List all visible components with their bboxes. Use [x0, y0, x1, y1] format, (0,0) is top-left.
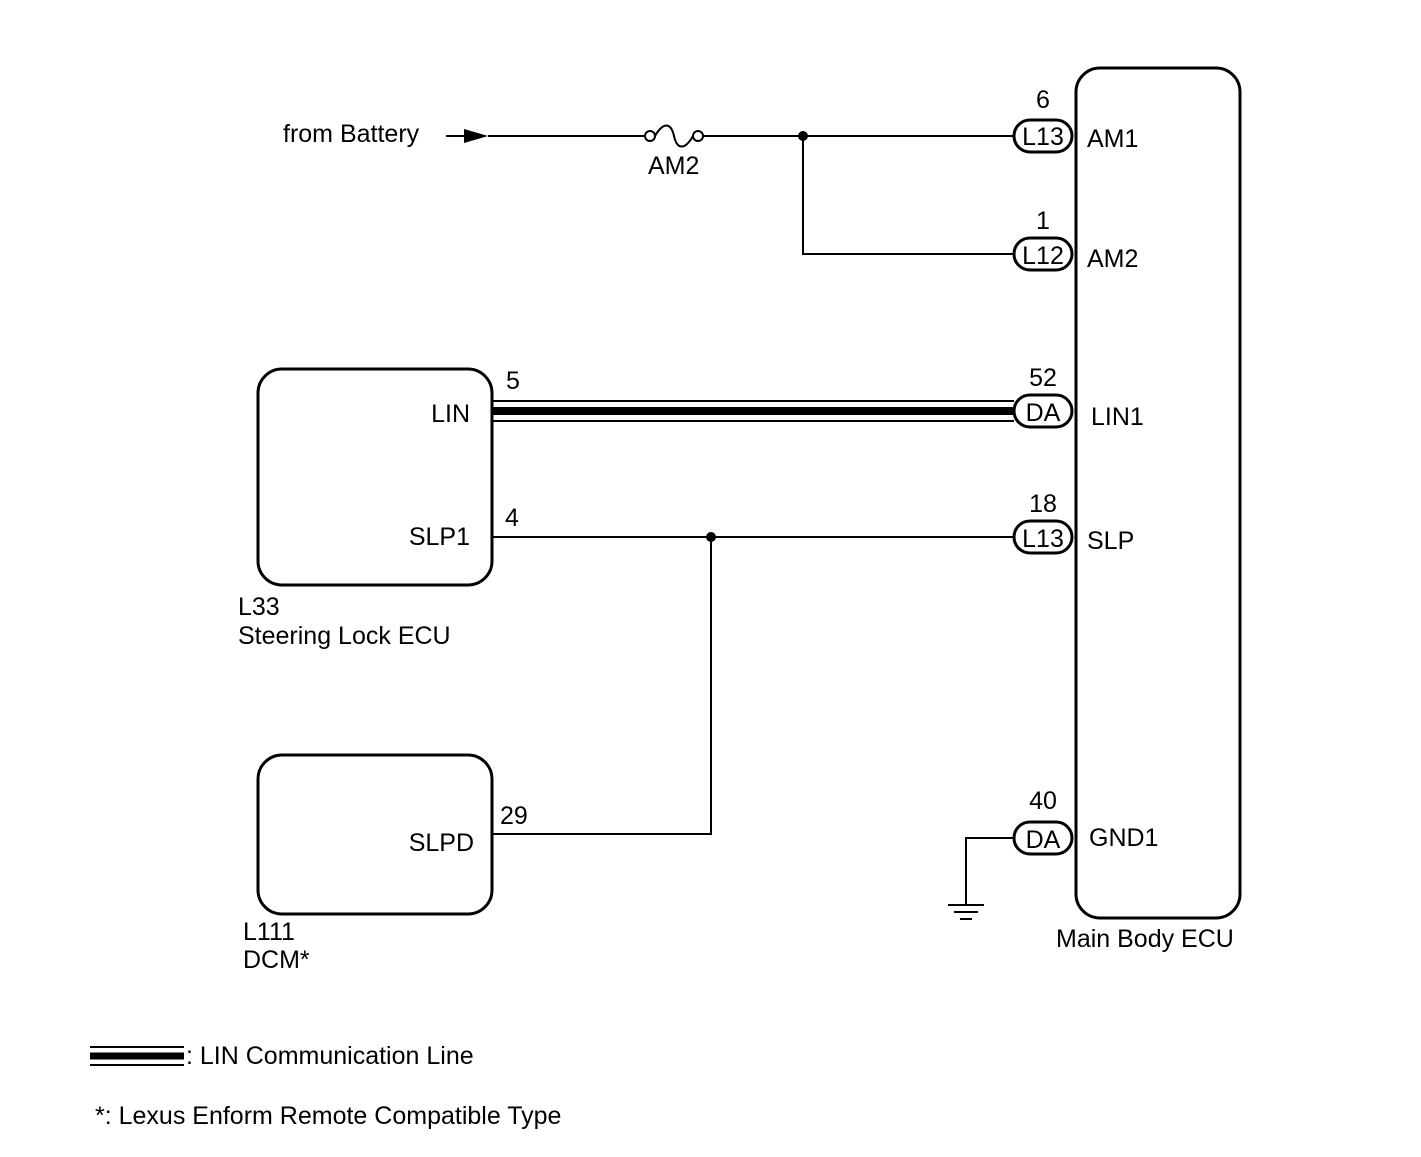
wire-branch-am2 — [802, 136, 1014, 255]
terminal-label: SLP — [1087, 527, 1134, 555]
connector-code: L12 — [1022, 242, 1064, 270]
fuse-label: AM2 — [648, 152, 699, 180]
terminal-label: GND1 — [1089, 824, 1158, 852]
pin-number: 52 — [1029, 364, 1057, 392]
lin-line-legend-symbol — [90, 1046, 184, 1066]
terminal-label: AM2 — [1087, 245, 1138, 273]
wire-slpd — [492, 537, 712, 835]
arrow-right-icon — [464, 129, 488, 143]
terminal-label: AM1 — [1087, 125, 1138, 153]
terminal-label: LIN1 — [1091, 403, 1144, 431]
pin-number: 40 — [1029, 787, 1057, 815]
pin-number: 4 — [505, 504, 519, 532]
legend-lin-label: : LIN Communication Line — [186, 1042, 474, 1070]
connector-badge — [1012, 118, 1074, 154]
pin-number: 29 — [500, 802, 528, 830]
connector-code: DA — [1026, 826, 1061, 854]
main-body-ecu-box — [1074, 66, 1242, 920]
pin-number: 1 — [1036, 207, 1050, 235]
lin-communication-wire — [492, 400, 1014, 422]
steering-lock-ecu-box — [256, 367, 494, 587]
steering-lock-ecu-code: L33 — [238, 593, 280, 621]
terminal-label: LIN — [431, 400, 470, 428]
ground-icon — [948, 904, 984, 920]
terminal-label: SLP1 — [409, 523, 470, 551]
wire-ground — [965, 837, 1014, 905]
pin-number: 18 — [1029, 490, 1057, 518]
pin-number: 5 — [506, 367, 520, 395]
dcm-box — [256, 753, 494, 916]
connector-code: L13 — [1022, 525, 1064, 553]
steering-lock-ecu-label: Steering Lock ECU — [238, 622, 451, 650]
pin-number: 6 — [1036, 86, 1050, 114]
footnote: *: Lexus Enform Remote Compatible Type — [95, 1102, 561, 1130]
dcm-code: L111 — [243, 918, 295, 946]
connector-code: L13 — [1022, 123, 1064, 151]
connector-badge — [1012, 236, 1074, 272]
dcm-label: DCM* — [243, 946, 310, 974]
main-body-ecu-label: Main Body ECU — [1056, 925, 1234, 953]
battery-label: from Battery — [283, 120, 420, 148]
connector-code: DA — [1026, 399, 1061, 427]
fuse-icon — [644, 124, 704, 148]
terminal-label: SLPD — [409, 829, 474, 857]
